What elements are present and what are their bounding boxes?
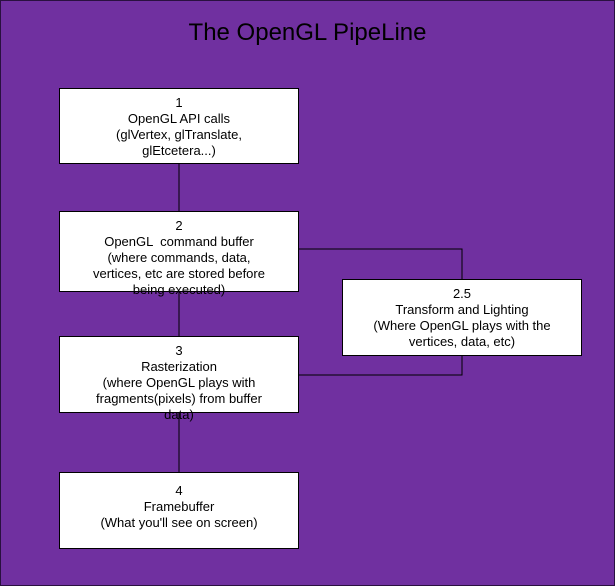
node-number: 4 bbox=[175, 483, 183, 498]
node-label: vertices, data, etc) bbox=[408, 334, 516, 349]
node-label: OpenGL API calls bbox=[127, 111, 231, 126]
node-label: (where commands, data, bbox=[107, 250, 251, 265]
node-label: vertices, etc are stored before bbox=[93, 266, 265, 281]
node-label: Framebuffer bbox=[143, 499, 215, 514]
node-label: Rasterization bbox=[141, 359, 217, 374]
node-number: 2.5 bbox=[452, 286, 472, 301]
node-label: fragments(pixels) from buffer bbox=[96, 391, 262, 406]
node-label: (Where OpenGL plays with the bbox=[373, 318, 551, 333]
node-api-calls: 1 OpenGL API calls (glVertex, glTranslat… bbox=[59, 88, 299, 164]
node-framebuffer: 4 Framebuffer (What you'll see on screen… bbox=[59, 472, 299, 549]
edge-buffer-to-transform bbox=[298, 248, 463, 280]
node-label: OpenGL command buffer bbox=[104, 234, 254, 249]
node-label: data) bbox=[164, 407, 194, 422]
node-label: glEtcetera...) bbox=[142, 143, 216, 158]
node-rasterization: 3 Rasterization (where OpenGL plays with… bbox=[59, 336, 299, 422]
node-label: (What you'll see on screen) bbox=[100, 515, 258, 530]
node-transform-lighting: 2.5 Transform and Lighting (Where OpenGL… bbox=[342, 279, 582, 356]
node-label: being executed) bbox=[132, 282, 226, 297]
node-number: 3 bbox=[175, 343, 183, 358]
node-number: 1 bbox=[175, 95, 183, 110]
node-command-buffer: 2 OpenGL command buffer (where commands,… bbox=[59, 211, 299, 297]
node-number: 2 bbox=[175, 218, 183, 233]
node-label: (where OpenGL plays with bbox=[102, 375, 256, 390]
edge-transform-to-raster bbox=[298, 355, 463, 376]
node-label: Transform and Lighting bbox=[395, 302, 529, 317]
node-label: (glVertex, glTranslate, bbox=[116, 127, 242, 142]
diagram-title: The OpenGL PipeLine bbox=[188, 19, 427, 46]
